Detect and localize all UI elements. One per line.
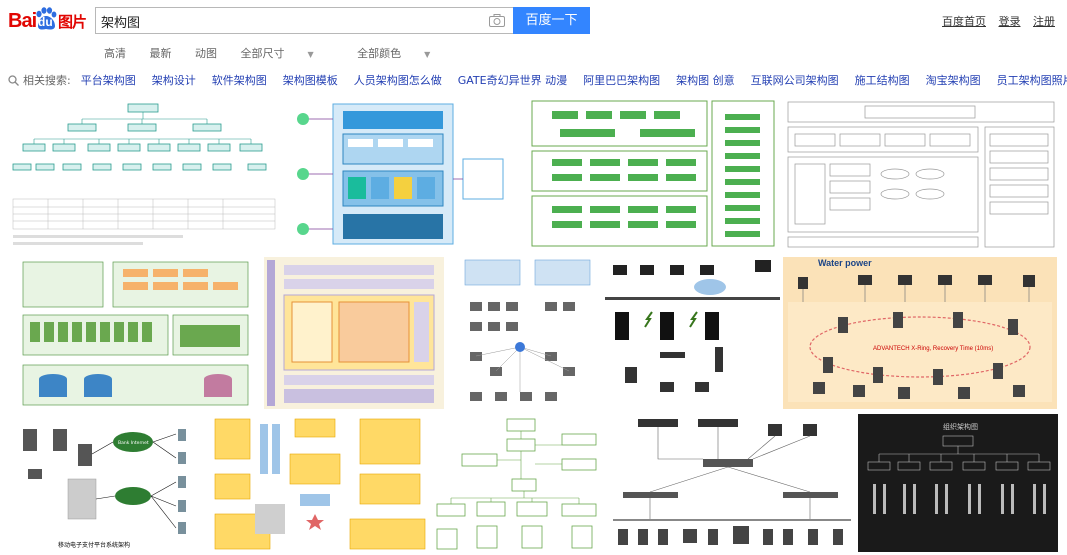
green-tree-thumbnail [436,418,597,550]
result-image-dark-org-chart[interactable]: 组织架构图 [858,414,1058,552]
filter-size-label: 全部尺寸 [240,47,285,60]
top-links: 百度首页 登录 注册 [933,13,1055,29]
cloud-network-thumbnail [605,260,780,392]
filter-color-label: 全部颜色 [357,47,402,60]
paw-icon [36,7,57,30]
water-power-thumbnail: Water power ADVANTECH X-Ring, Recovery T… [783,257,1057,409]
org-chart-thumbnail [12,103,276,245]
yellow-flow-thumbnail [214,418,426,550]
logo-bai-text: Bai [8,10,37,32]
related-link[interactable]: 员工架构图照片 [996,74,1067,87]
chevron-down-icon: ▼ [424,50,431,59]
payment-title-text: 移动电子支付平台系统架构 [58,541,130,549]
home-link[interactable]: 百度首页 [942,15,986,28]
related-link[interactable]: 架构设计 [151,74,196,87]
related-link[interactable]: 阿里巴巴架构图 [583,74,661,87]
result-image-platform-architecture[interactable] [283,99,511,251]
search-box [95,7,513,34]
mobile-payment-thumbnail: 移动电子支付平台系统架构 Bank Internet [23,429,186,549]
register-link[interactable]: 注册 [1033,15,1055,28]
search-icon [8,75,19,86]
result-image-water-power[interactable]: Water power ADVANTECH X-Ring, Recovery T… [783,257,1057,409]
gray-architecture-thumbnail [787,101,1055,248]
result-image-mobile-payment[interactable]: 移动电子支付平台系统架构 Bank Internet [8,414,206,552]
system-architecture-thumbnail [22,261,249,406]
filter-color[interactable]: 全部颜色 ▼ [357,47,450,60]
login-link[interactable]: 登录 [998,15,1021,28]
filter-bar: 高清 最新 动图 全部尺寸 ▼ 全部颜色 ▼ [104,45,470,61]
related-link[interactable]: 施工结构图 [854,74,910,87]
result-image-green-architecture[interactable] [530,99,778,251]
green-architecture-thumbnail [531,100,775,247]
chevron-down-icon: ▼ [307,50,314,59]
ring-label: ADVANTECH X-Ring, Recovery Time (10ms) [873,346,993,352]
water-power-label: Water power [818,258,872,268]
related-link[interactable]: 架构图模板 [282,74,338,87]
related-searches: 相关搜索: 平台架构图 架构设计 软件架构图 架构图模板 人员架构图怎么做 GATE奇幻异世… [8,72,1067,90]
dark-org-title: 组织架构图 [943,422,978,431]
result-image-org-chart[interactable] [8,99,282,251]
related-link[interactable]: 软件架构图 [211,74,267,87]
result-image-purple-architecture[interactable] [264,257,444,409]
camera-icon[interactable] [489,14,505,27]
result-image-cloud-network[interactable] [605,257,780,409]
search-input[interactable] [101,11,471,31]
result-image-green-tree[interactable] [432,414,604,552]
result-image-yellow-flow[interactable] [210,414,432,552]
related-link[interactable]: 平台架构图 [80,74,136,87]
related-link[interactable]: 架构图 创意 [676,74,735,87]
related-link[interactable]: 互联网公司架构图 [750,74,839,87]
result-image-server-network[interactable] [608,414,856,552]
result-image-gray-architecture[interactable] [785,99,1057,251]
logo-tupian-text: 图片 [58,13,87,31]
related-link[interactable]: 人员架构图怎么做 [353,74,442,87]
result-image-network-topology[interactable] [460,257,600,409]
dark-org-chart-thumbnail: 组织架构图 [858,414,1058,552]
baidu-logo[interactable]: Bai du 图片 [8,6,88,34]
filter-latest[interactable]: 最新 [149,47,172,60]
server-network-thumbnail [613,419,851,545]
logo-du-text: du [38,15,53,29]
related-link[interactable]: 淘宝架构图 [925,74,981,87]
related-link[interactable]: GATE奇幻异世界 动漫 [457,74,568,87]
search-button[interactable]: 百度一下 [513,7,590,34]
filter-size[interactable]: 全部尺寸 ▼ [241,47,334,60]
platform-architecture-thumbnail [297,103,504,245]
filter-gif[interactable]: 动图 [195,47,217,60]
related-label: 相关搜索: [23,74,71,87]
filter-hd[interactable]: 高清 [104,47,126,60]
network-topology-thumbnail [464,259,591,401]
purple-architecture-thumbnail [264,257,444,409]
bank-label: Bank Internet [118,440,149,446]
result-image-system-architecture[interactable] [8,257,260,409]
